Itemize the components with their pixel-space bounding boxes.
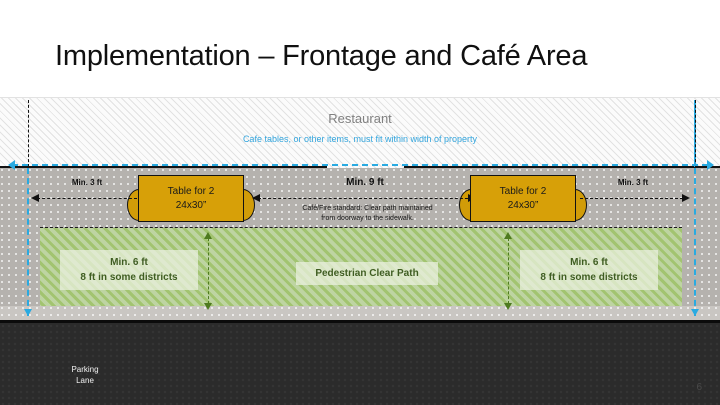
cafe-table-right-box: Table for 2 24x30” xyxy=(470,175,576,222)
clear-path-right-label-line2: 8 ft in some districts xyxy=(540,272,638,283)
arrow-right-path-up-icon xyxy=(504,232,512,239)
restaurant-note: Cafe tables, or other items, must fit wi… xyxy=(242,134,478,144)
dimension-label-center-clearance: Min. 9 ft xyxy=(346,177,384,188)
property-line-left xyxy=(27,168,29,316)
cafe-table-right[interactable]: Table for 2 24x30” xyxy=(459,175,587,222)
cafe-table-left-line1: Table for 2 xyxy=(167,185,215,197)
parking-lane-label-line1: Parking xyxy=(71,365,99,374)
property-width-line xyxy=(12,164,708,166)
clear-path-left-label-line1: Min. 6 ft xyxy=(110,257,148,268)
dimension-label-right-setback: Min. 3 ft xyxy=(617,178,649,187)
property-width-arrow-left xyxy=(8,160,15,170)
property-line-upper-left xyxy=(28,100,29,167)
clear-path-top-guide-line xyxy=(40,227,682,228)
pedestrian-clear-path-label: Pedestrian Clear Path xyxy=(296,262,438,285)
property-line-upper-right xyxy=(695,100,696,167)
restaurant-building-area xyxy=(0,97,720,168)
dimension-line-right-setback xyxy=(580,198,683,199)
arrow-left-path-down-icon xyxy=(204,303,212,310)
cafe-table-right-line2: 24x30” xyxy=(507,199,539,211)
arrow-left-path-up-icon xyxy=(204,232,212,239)
curb-edge-line xyxy=(0,320,720,323)
center-clearance-note-line2: from doorway to the sidewalk. xyxy=(321,215,414,222)
clear-path-right-label-line1: Min. 6 ft xyxy=(570,257,608,268)
dimension-line-right-path-width xyxy=(508,238,509,304)
page-number: 6 xyxy=(696,382,702,393)
cafe-table-right-line1: Table for 2 xyxy=(499,185,547,197)
property-width-arrow-right xyxy=(707,160,714,170)
page-title: Implementation – Frontage and Café Area xyxy=(55,40,588,72)
center-clearance-note-line1: Café/Fire standard: Clear path maintaine… xyxy=(302,205,433,212)
center-clearance-note: Café/Fire standard: Clear path maintaine… xyxy=(265,204,470,224)
arrow-right-path-down-icon xyxy=(504,303,512,310)
dimension-label-left-setback: Min. 3 ft xyxy=(71,178,103,187)
dimension-line-left-path-width xyxy=(208,238,209,304)
property-line-arrow-left xyxy=(24,309,32,316)
clear-path-right-label: Min. 6 ft 8 ft in some districts xyxy=(520,250,658,290)
arrow-center-left-icon xyxy=(252,194,260,202)
parking-lane-label: Parking Lane xyxy=(45,364,125,386)
cafe-table-left[interactable]: Table for 2 24x30” xyxy=(127,175,255,222)
curb-strip xyxy=(0,306,720,320)
building-face-line-left xyxy=(0,166,327,168)
dimension-line-left-setback xyxy=(37,198,137,199)
property-line-right xyxy=(694,168,696,316)
parking-lane-label-line2: Lane xyxy=(76,376,94,385)
building-face-line-right xyxy=(404,166,720,168)
clear-path-left-label: Min. 6 ft 8 ft in some districts xyxy=(60,250,198,290)
arrow-right-setback-icon xyxy=(682,194,690,202)
restaurant-label: Restaurant xyxy=(328,111,392,126)
dimension-line-center-clearance xyxy=(258,198,473,199)
cafe-table-left-line2: 24x30” xyxy=(175,199,207,211)
clear-path-left-label-line2: 8 ft in some districts xyxy=(80,272,178,283)
arrow-left-setback-icon xyxy=(31,194,39,202)
parking-lane-road xyxy=(0,323,720,405)
property-line-arrow-right xyxy=(691,309,699,316)
cafe-table-left-box: Table for 2 24x30” xyxy=(138,175,244,222)
